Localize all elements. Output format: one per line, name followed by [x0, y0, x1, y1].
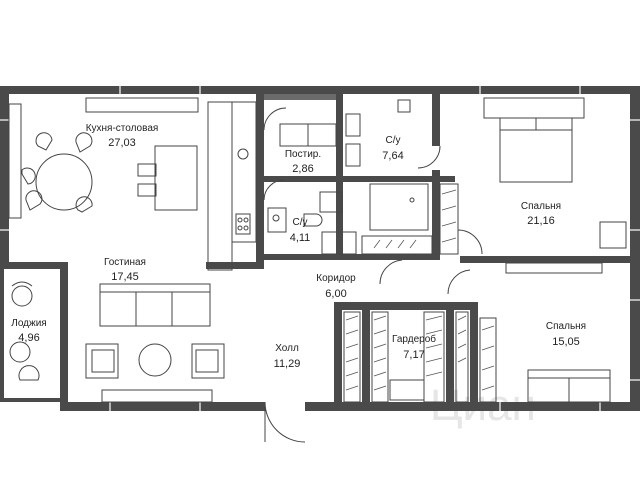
- windows: [0, 86, 640, 411]
- room-area-wc2: 4,11: [290, 232, 311, 244]
- room-name-laundry: Постир.: [285, 149, 321, 160]
- room-area-bath1: 7,64: [382, 150, 403, 162]
- room-name-living: Гостиная: [104, 257, 146, 268]
- room-name-wardrobe: Гардероб: [392, 333, 436, 345]
- room-area-kitchen: 27,03: [108, 137, 136, 149]
- room-name-loggia: Лоджия: [11, 318, 46, 329]
- room-name-bedroom2: Спальня: [546, 321, 586, 332]
- room-area-wardrobe: 7,17: [403, 349, 424, 361]
- room-name-corridor: Коридор: [316, 273, 356, 284]
- wardrobe-hatching: [345, 189, 495, 391]
- room-area-bedroom2: 15,05: [552, 336, 580, 348]
- room-name-kitchen: Кухня-столовая: [86, 123, 159, 134]
- room-area-hall: 11,29: [274, 358, 301, 370]
- room-area-living: 17,45: [111, 271, 139, 283]
- room-area-corridor: 6,00: [325, 288, 346, 300]
- furniture: [8, 97, 627, 403]
- room-name-bedroom1: Спальня: [521, 201, 561, 212]
- room-name-wc2: С/у: [293, 217, 308, 228]
- walls: [0, 86, 640, 411]
- room-area-bedroom1: 21,16: [527, 215, 555, 227]
- room-area-laundry: 2,86: [292, 163, 313, 175]
- room-area-loggia: 4,96: [18, 332, 39, 344]
- room-name-bath1: С/у: [386, 135, 401, 146]
- room-labels: Кухня-столовая 27,03 Постир. 2,86 С/у 7,…: [11, 123, 586, 370]
- doors: [263, 107, 483, 443]
- room-name-hall: Холл: [275, 343, 299, 354]
